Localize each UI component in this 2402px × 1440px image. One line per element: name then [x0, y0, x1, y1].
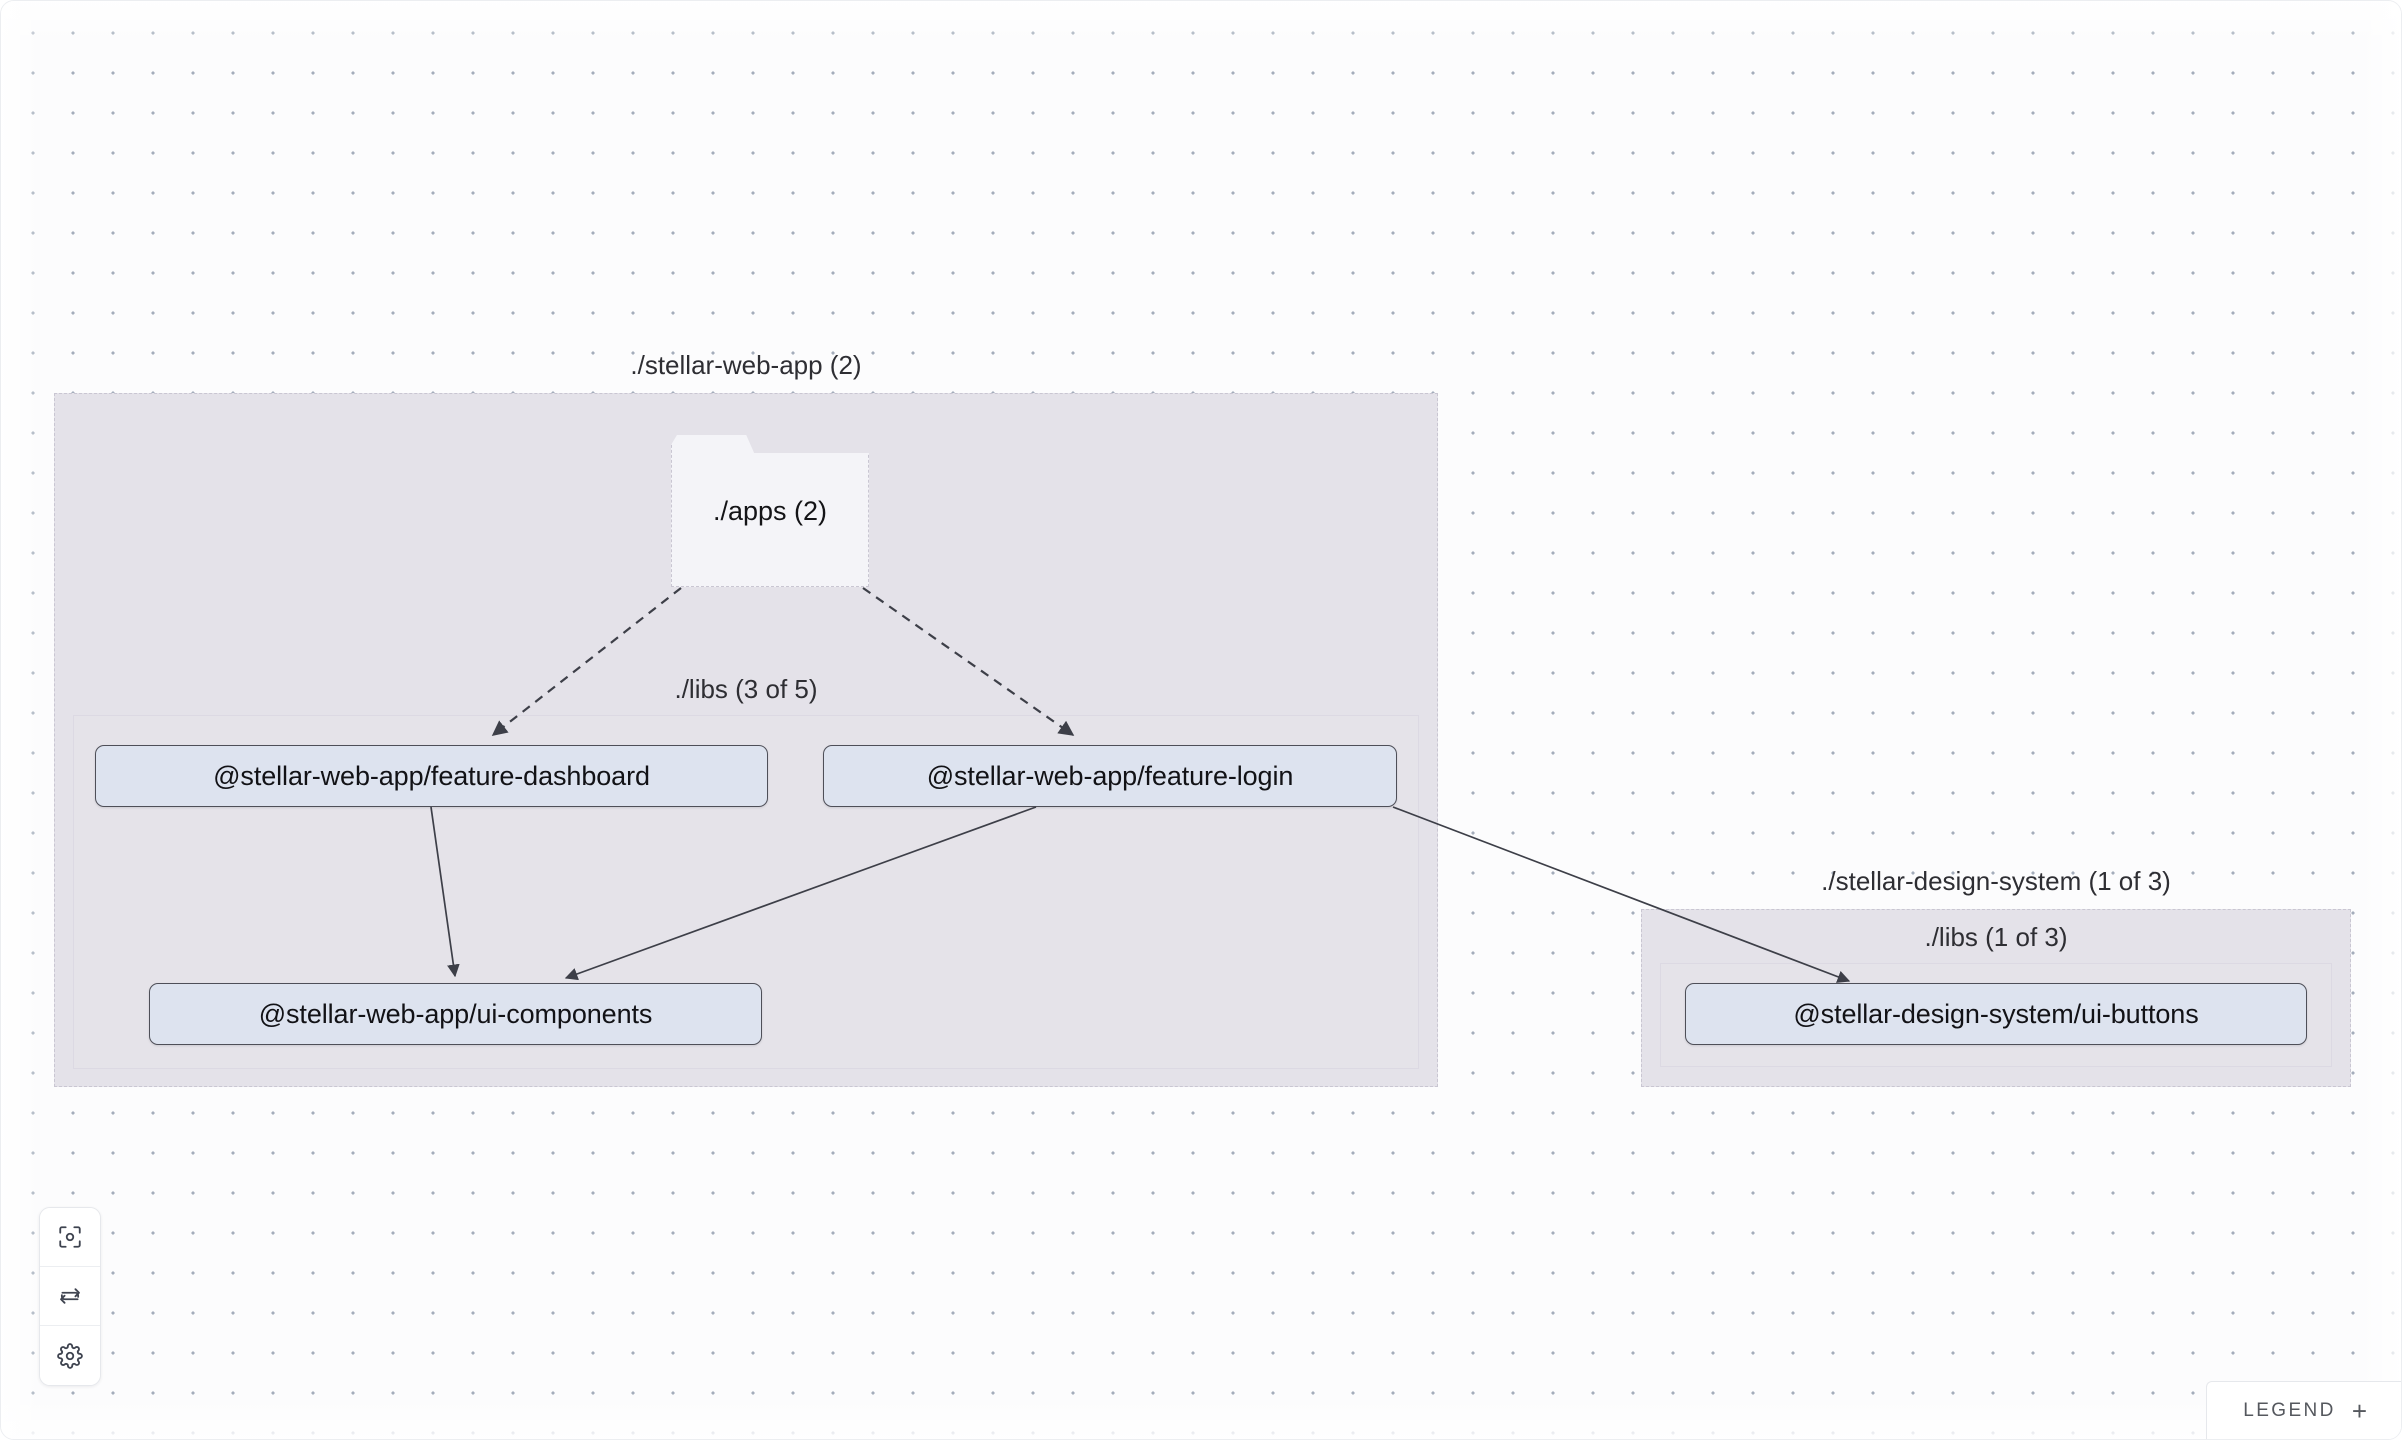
canvas-toolbar[interactable]	[39, 1207, 101, 1386]
folder-node-label: ./apps (2)	[712, 495, 828, 526]
legend-button[interactable]: LEGEND +	[2206, 1381, 2401, 1439]
folder-node-apps[interactable]: ./apps (2)	[671, 435, 869, 587]
refresh-cycle-icon	[57, 1283, 83, 1309]
directory-group-label: ./libs (3 of 5)	[674, 674, 818, 704]
directory-group-label: ./libs (1 of 3)	[1924, 922, 2068, 952]
library-node-label: @stellar-web-app/feature-dashboard	[213, 760, 650, 791]
library-node-label: @stellar-web-app/feature-login	[926, 760, 1294, 791]
refresh-graph-button[interactable]	[40, 1267, 100, 1326]
library-node-label: @stellar-design-system/ui-buttons	[1793, 998, 2199, 1029]
project-group-label: ./stellar-design-system (1 of 3)	[1821, 866, 2171, 896]
project-group-label: ./stellar-web-app (2)	[630, 350, 862, 380]
legend-label: LEGEND	[2243, 1399, 2336, 1421]
library-node-feature-login[interactable]: @stellar-web-app/feature-login	[823, 745, 1397, 807]
library-node-ui-buttons[interactable]: @stellar-design-system/ui-buttons	[1685, 983, 2307, 1045]
library-node-feature-dashboard[interactable]: @stellar-web-app/feature-dashboard	[95, 745, 768, 807]
library-node-ui-components[interactable]: @stellar-web-app/ui-components	[149, 983, 762, 1045]
library-node-label: @stellar-web-app/ui-components	[258, 998, 653, 1029]
focus-target-icon	[57, 1224, 83, 1250]
gear-icon	[57, 1342, 83, 1369]
plus-icon: +	[2351, 1395, 2367, 1426]
focus-graph-button[interactable]	[40, 1208, 100, 1267]
settings-button[interactable]	[40, 1326, 100, 1385]
